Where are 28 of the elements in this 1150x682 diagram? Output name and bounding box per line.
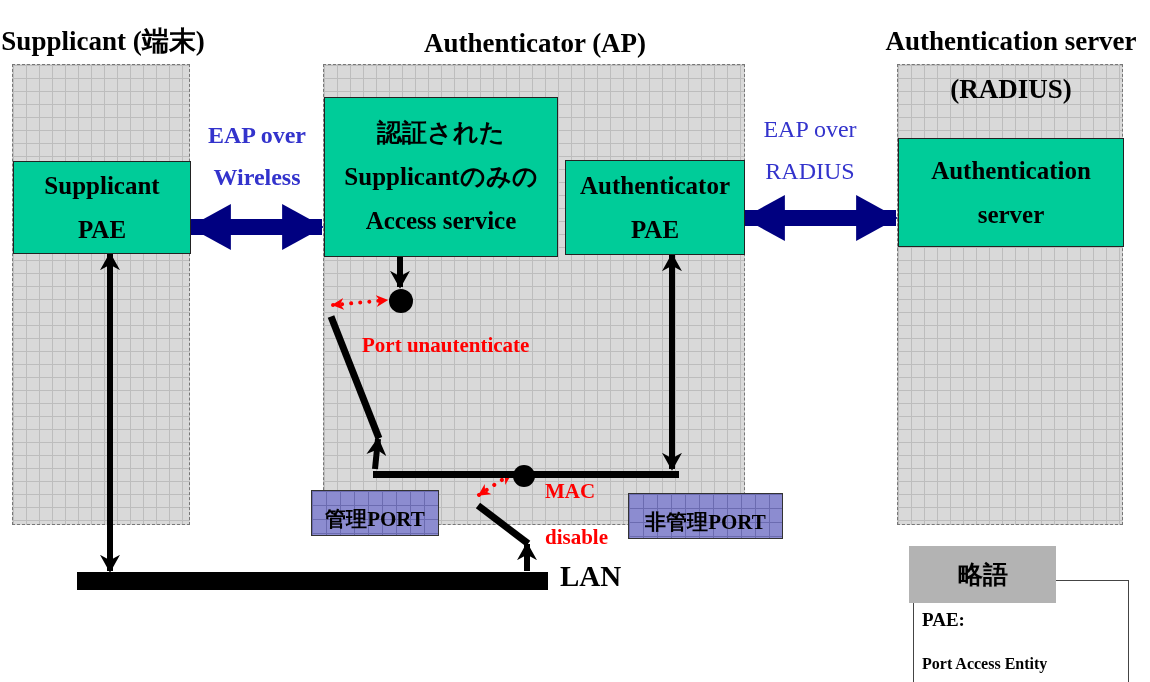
switch-contact (513, 465, 535, 487)
arrow (367, 437, 386, 470)
legend-term: PAE: (922, 609, 965, 631)
legend-definition: Port Access Entity (922, 655, 1048, 673)
port-label: 管理PORT (325, 506, 425, 533)
box-label: Supplicant PAE (43, 170, 161, 245)
process-box (565, 160, 745, 255)
box-label: 認証されたSupplicantのみのAccess service (343, 118, 539, 236)
column-heading: Supplicant (端末) (0, 25, 206, 58)
port-box (628, 493, 783, 539)
port-label: 非管理PORT (645, 509, 766, 536)
lan-label: LAN (560, 560, 622, 593)
box-label: Authenticator PAE (579, 170, 731, 245)
process-box (13, 161, 191, 254)
switch-label: MAC disable (545, 478, 610, 551)
switch-contact (389, 289, 413, 313)
arrow (663, 253, 681, 471)
column-heading: Authentication server (RADIUS) (884, 25, 1138, 106)
legend-heading: 略語 (909, 546, 1056, 603)
process-box (324, 97, 558, 257)
motion-arrow (331, 295, 389, 310)
box-label: Authentication server (930, 155, 1092, 230)
column-heading: Authenticator (AP) (422, 27, 648, 60)
process-box (898, 138, 1124, 247)
switch-label: Port unautenticate (362, 332, 531, 359)
arrow (101, 252, 119, 573)
arrow (391, 257, 409, 289)
port-box (311, 490, 439, 536)
